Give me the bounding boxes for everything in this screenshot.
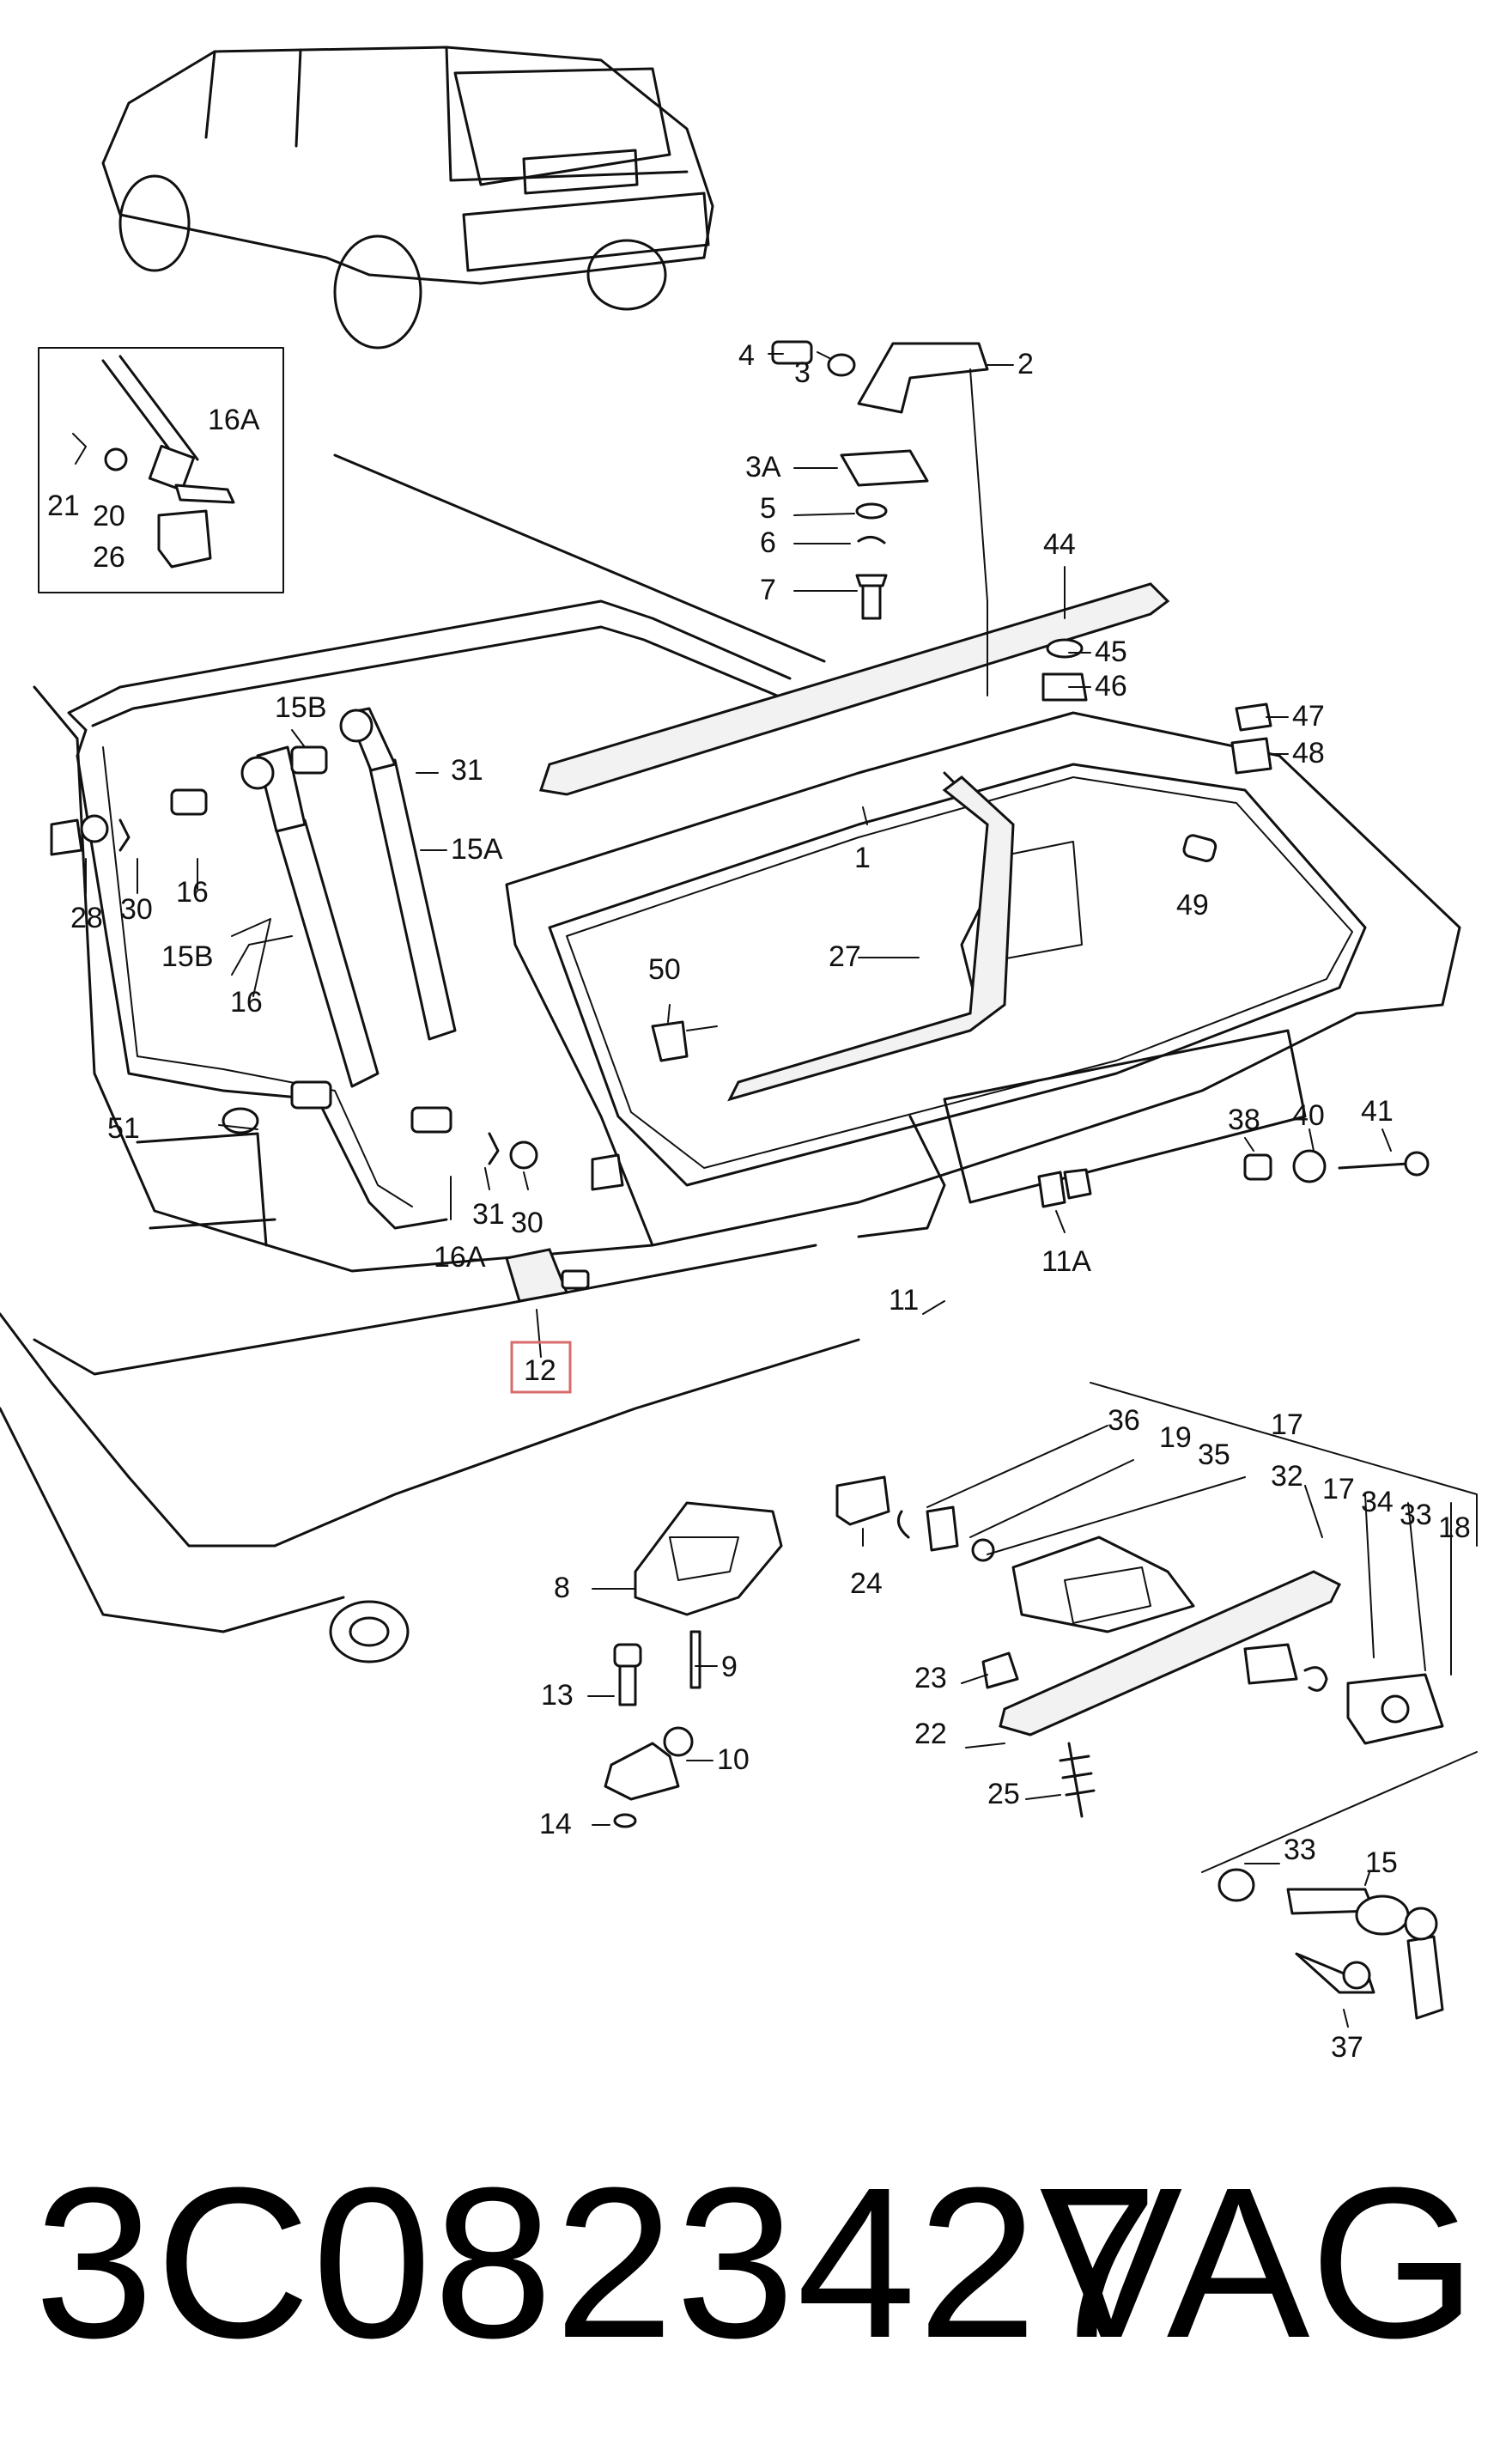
callout-49: 49 bbox=[1176, 889, 1209, 921]
callout-14: 12 bbox=[524, 1354, 556, 1387]
callout-27: 16A bbox=[208, 404, 260, 436]
callout-15b-top: 15B bbox=[275, 691, 327, 724]
window-seal-strip bbox=[727, 775, 1015, 1102]
callout-51: 51 bbox=[107, 1112, 140, 1145]
handle-assembly bbox=[835, 1382, 1478, 1818]
caption: 3C0823427 VAG bbox=[34, 2121, 1477, 2405]
callout-24: 24 bbox=[850, 1567, 883, 1600]
callout-31-bottom: 31 bbox=[472, 1198, 505, 1231]
callout-8: 8 bbox=[554, 1572, 570, 1604]
car-thumbnail bbox=[101, 46, 714, 350]
callout-12: 11 bbox=[889, 1284, 919, 1317]
callout-16a: 17 bbox=[1271, 1408, 1303, 1441]
callout-34: 33 bbox=[1400, 1499, 1432, 1531]
callout-11a: 14 bbox=[539, 1808, 572, 1840]
callout-labels: 4 3 2 3A 5 6 7 44 45 46 47 48 49 1 27 50… bbox=[70, 339, 1471, 2064]
clip bbox=[651, 1020, 718, 1062]
callout-47: 47 bbox=[1292, 700, 1325, 733]
callout-15a: 15B bbox=[161, 940, 214, 973]
callout-26: 26 bbox=[93, 541, 125, 574]
callout-5: 5 bbox=[760, 492, 776, 525]
callout-10: 10 bbox=[717, 1743, 750, 1776]
callout-6: 6 bbox=[760, 526, 776, 559]
callout-2: 2 bbox=[1017, 348, 1034, 380]
callout-37: 36 bbox=[1108, 1404, 1140, 1437]
callout-45: 45 bbox=[1095, 636, 1127, 668]
callout-19: 19 bbox=[1159, 1421, 1192, 1454]
callout-17: 17 bbox=[1322, 1473, 1355, 1505]
callout-21: 21 bbox=[47, 490, 80, 522]
callout-7: 7 bbox=[760, 574, 776, 606]
callout-40: 38 bbox=[1228, 1104, 1260, 1136]
callout-35: 34 bbox=[1361, 1486, 1394, 1518]
callout-22: 22 bbox=[914, 1718, 947, 1750]
plate-fasteners bbox=[1243, 1149, 1430, 1183]
callout-3a: 3A bbox=[745, 451, 781, 484]
callout-15b-mid: 16 bbox=[230, 986, 263, 1019]
callout-33-lock: 33 bbox=[1284, 1834, 1316, 1866]
callout-11: 13 bbox=[541, 1679, 574, 1712]
spoiler-end bbox=[1150, 583, 1169, 602]
callout-41: 40 bbox=[1292, 1099, 1325, 1132]
right-small-parts bbox=[1041, 638, 1272, 862]
parts-diagram: 16A 21 20 26 bbox=[0, 46, 1478, 2064]
callout-4: 4 bbox=[738, 339, 755, 372]
ball-studs bbox=[50, 788, 624, 1191]
callout-48: 48 bbox=[1292, 737, 1325, 769]
callout-25: 25 bbox=[987, 1778, 1020, 1810]
callout-16-bottom: 16A bbox=[434, 1241, 486, 1274]
seal-edge bbox=[102, 746, 413, 1207]
callout-20: 20 bbox=[93, 500, 125, 532]
inset-box bbox=[38, 347, 284, 593]
callout-36: 35 bbox=[1198, 1438, 1230, 1471]
highlight-box bbox=[510, 1341, 572, 1394]
callout-30-left: 28 bbox=[70, 902, 103, 934]
callout-23: 23 bbox=[914, 1662, 947, 1694]
callout-46: 46 bbox=[1095, 670, 1127, 702]
buffer bbox=[505, 1248, 590, 1303]
callout-13: 11A bbox=[1041, 1245, 1091, 1278]
callout-38: 37 bbox=[1331, 2031, 1363, 2064]
callout-44: 44 bbox=[1043, 528, 1076, 561]
brand-name: VAG bbox=[1039, 2143, 1477, 2382]
door-seal bbox=[67, 599, 792, 1230]
callout-50: 50 bbox=[648, 953, 681, 986]
leader-lines bbox=[85, 351, 1452, 2028]
latch-assembly bbox=[604, 1501, 783, 1828]
callout-9: 9 bbox=[721, 1651, 738, 1683]
callout-28: 27 bbox=[829, 940, 861, 973]
lock-cylinder bbox=[1201, 1751, 1478, 2020]
callout-30-bottom: 30 bbox=[511, 1207, 543, 1239]
gas-struts bbox=[240, 707, 457, 1110]
part-number: 3C0823427 bbox=[34, 2143, 1160, 2382]
callout-1: 1 bbox=[854, 842, 871, 874]
callout-16-left: 16 bbox=[176, 876, 209, 909]
callout-3: 3 bbox=[794, 356, 811, 389]
callout-33: 32 bbox=[1271, 1460, 1303, 1493]
fastener-13 bbox=[1037, 1168, 1092, 1208]
callout-42: 41 bbox=[1361, 1095, 1394, 1128]
callout-18: 18 bbox=[1438, 1511, 1471, 1544]
callout-15: 15A bbox=[451, 833, 503, 866]
callout-17-lock: 15 bbox=[1365, 1846, 1398, 1879]
callout-32: 31 bbox=[451, 754, 483, 787]
callout-31-left: 30 bbox=[120, 893, 153, 926]
hinge-assembly bbox=[771, 340, 989, 696]
